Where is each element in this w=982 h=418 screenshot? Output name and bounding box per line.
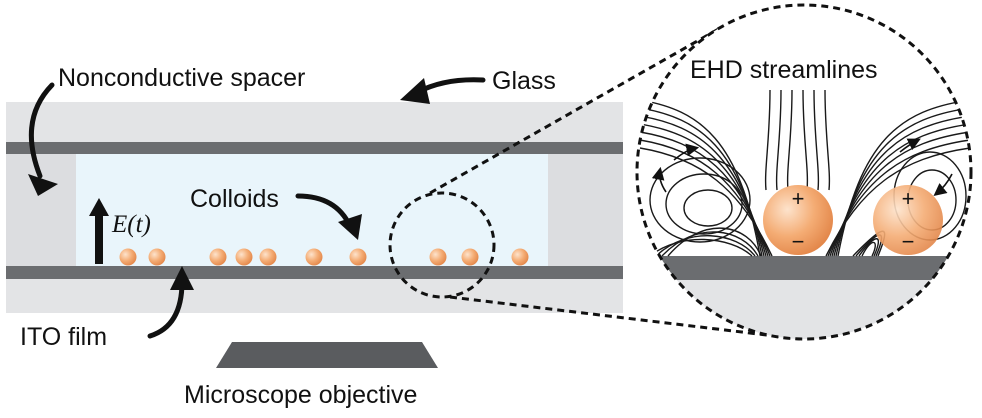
streamline <box>858 238 879 257</box>
streamline <box>661 231 759 257</box>
streamline <box>824 89 831 191</box>
zoom-inset <box>635 3 973 341</box>
charge-minus-right: − <box>902 229 915 254</box>
streamline <box>775 89 782 191</box>
label-field: E(t) <box>111 211 151 238</box>
microscope-objective <box>216 342 438 368</box>
colloid-particle <box>511 248 529 266</box>
colloid-particle <box>305 248 323 266</box>
streamline <box>861 241 876 257</box>
streamline <box>665 173 743 235</box>
inset-particle-right <box>873 185 943 255</box>
zoom-line-top <box>429 25 723 195</box>
left-spacer <box>6 154 76 266</box>
label-ito: ITO film <box>20 323 107 351</box>
colloid-particle <box>235 248 253 266</box>
colloid-particle <box>461 248 479 266</box>
streamline <box>655 235 756 257</box>
streamline <box>786 89 793 191</box>
colloid-particle <box>429 248 447 266</box>
fluid-chamber <box>76 154 548 266</box>
top-glass <box>6 102 623 142</box>
streamline <box>813 89 820 191</box>
charge-plus-left: + <box>792 186 805 211</box>
streamline <box>649 157 751 243</box>
field-arrow <box>89 198 109 264</box>
colloid-particle <box>148 248 166 266</box>
label-objective: Microscope objective <box>184 381 417 409</box>
label-colloids: Colloids <box>190 185 279 213</box>
inset-electrode <box>637 256 971 280</box>
bottom-ito-layer <box>6 266 623 279</box>
label-spacer: Nonconductive spacer <box>58 64 305 92</box>
zoom-line-bottom <box>449 295 801 341</box>
pointer-heads <box>28 78 430 290</box>
colloid-particles <box>119 248 529 266</box>
colloid-particle <box>349 248 367 266</box>
streamline <box>825 147 971 257</box>
cell <box>6 102 623 313</box>
right-spacer <box>548 154 623 266</box>
colloid-particle <box>119 248 137 266</box>
label-ehd: EHD streamlines <box>690 56 878 84</box>
streamline <box>649 238 753 257</box>
colloid-particle <box>259 248 277 266</box>
charge-plus-right: + <box>902 186 915 211</box>
zoom-source-circle <box>388 191 496 299</box>
streamline <box>802 89 809 191</box>
streamline <box>639 147 773 257</box>
colloid-particle <box>209 248 227 266</box>
streamlines <box>639 89 971 257</box>
charge-minus-left: − <box>792 229 805 254</box>
flow-arrow-right <box>899 138 921 153</box>
flow-arrow-left <box>651 166 667 193</box>
bottom-glass <box>6 279 623 313</box>
streamline <box>667 227 762 257</box>
flow-arrow-right-low <box>933 173 953 196</box>
label-glass: Glass <box>492 67 556 95</box>
inset-particle-left <box>763 185 833 255</box>
streamline <box>683 189 733 227</box>
streamline <box>764 89 771 191</box>
flow-arrow-left-top <box>673 143 700 161</box>
top-ito-layer <box>6 142 623 154</box>
